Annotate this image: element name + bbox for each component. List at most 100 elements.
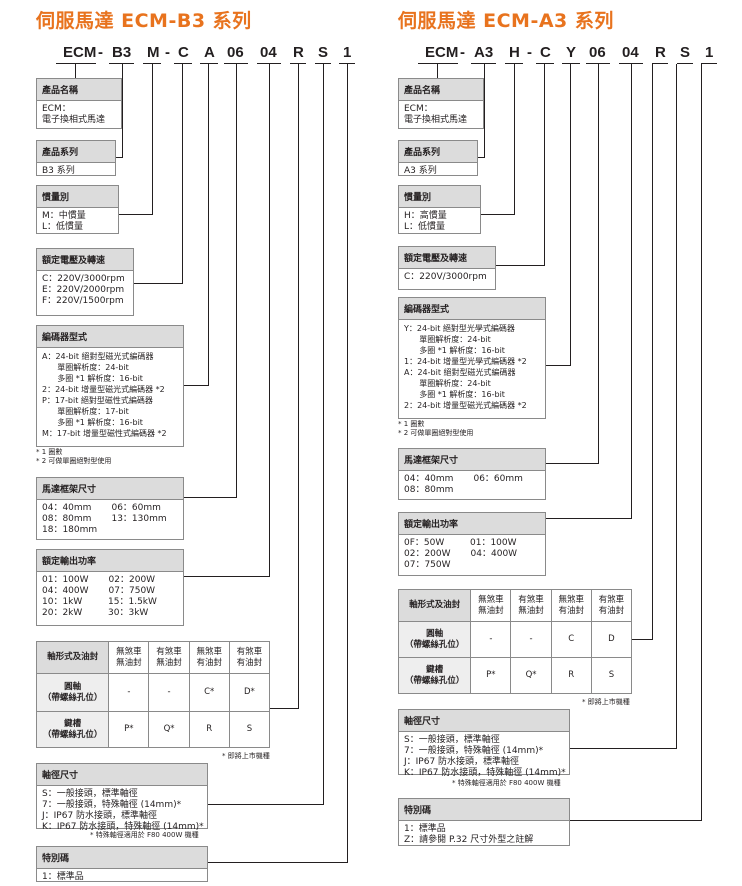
- box-header: 特別碼: [399, 799, 569, 821]
- box-body: H：高慣量 L：低慣量: [404, 211, 447, 232]
- box-body: 1：標準品: [42, 872, 84, 882]
- box-body: ECM： 電子換相式馬達: [42, 104, 106, 125]
- table-cell: -: [148, 673, 190, 712]
- code-special: 1: [705, 44, 714, 61]
- table-cell: C*: [188, 673, 230, 712]
- box-body: 01：100W 02：200W 04：400W 07：750W 10：1kW 1…: [42, 575, 157, 618]
- code-voltage: C: [178, 44, 189, 61]
- right-shaft-dia-box: 軸徑尺寸 S：一般接頭，標準軸徑 7：一般接頭，特殊軸徑 (14mm)* J：I…: [398, 709, 570, 778]
- code-shaft-dia: S: [318, 44, 329, 61]
- box-body: C：220V/3000rpm: [404, 272, 487, 282]
- code-series: B3: [112, 44, 132, 61]
- code-frame: 06: [589, 44, 606, 61]
- box-header: 產品系列: [399, 141, 477, 163]
- table-col: 無煞車 有油封: [188, 641, 230, 674]
- table-corner: 軸形式及油封: [397, 589, 472, 622]
- right-table-note: * 即將上市機種: [582, 698, 630, 706]
- box-header: 馬達框架尺寸: [399, 449, 545, 471]
- table-cell: P*: [470, 657, 512, 694]
- box-body: M：中慣量 L：低慣量: [42, 211, 86, 232]
- right-shaft-dia-note: * 特殊軸徑適用於 F80 400W 機種: [452, 779, 561, 787]
- left-inertia-box: 慣量別 M：中慣量 L：低慣量: [36, 185, 119, 234]
- right-power-box: 額定輸出功率 0F：50W 01：100W 02：200W 04：400W 07…: [398, 512, 546, 576]
- table-cell: S: [228, 711, 271, 748]
- box-header: 額定電壓及轉速: [37, 249, 133, 271]
- left-product-name-box: 產品名稱 ECM： 電子換相式馬達: [36, 78, 122, 129]
- box-header: 編碼器型式: [399, 298, 545, 320]
- table-cell: -: [470, 621, 512, 658]
- table-cell: P*: [108, 711, 150, 748]
- code-ecm: ECM: [425, 44, 459, 61]
- box-header: 產品名稱: [37, 79, 121, 101]
- code-series: A3: [474, 44, 494, 61]
- table-row-label: 鍵槽 （帶螺絲孔位）: [35, 711, 110, 748]
- code-power: 04: [260, 44, 277, 61]
- left-special-box: 特別碼 1：標準品: [36, 846, 208, 882]
- code-ecm: ECM: [63, 44, 97, 61]
- box-header: 產品系列: [37, 141, 115, 163]
- left-title: 伺服馬達 ECM-B3 系列: [36, 10, 252, 32]
- table-cell: D: [590, 621, 633, 658]
- right-special-box: 特別碼 1：標準品 Z：請參閱 P.32 尺寸外型之註解: [398, 798, 570, 846]
- table-col: 無煞車 有油封: [550, 589, 592, 622]
- box-body: 04：40mm 06：60mm 08：80mm: [404, 474, 523, 495]
- table-cell: R: [550, 657, 592, 694]
- table-col: 有煞車 有油封: [590, 589, 633, 622]
- left-encoder-note: * 1 圈數 * 2 可做單圈絕對型使用: [36, 448, 112, 465]
- code-special: 1: [343, 44, 352, 61]
- left-series-box: 產品系列 B3 系列: [36, 140, 116, 176]
- left-frame-box: 馬達框架尺寸 04：40mm 06：60mm 08：80mm 13：130mm …: [36, 477, 184, 540]
- box-body: A3 系列: [404, 166, 437, 176]
- code-inertia: H: [509, 44, 520, 61]
- table-cell: -: [510, 621, 552, 658]
- table-row-label: 鍵槽 （帶螺絲孔位）: [397, 657, 472, 694]
- box-header: 特別碼: [37, 847, 207, 869]
- left-table-note: * 即將上市機種: [222, 752, 270, 760]
- code-power: 04: [622, 44, 639, 61]
- table-col: 無煞車 無油封: [470, 589, 512, 622]
- right-product-name-box: 產品名稱 ECM： 電子換相式馬達: [398, 78, 484, 129]
- table-cell: -: [108, 673, 150, 712]
- table-col: 有煞車 無油封: [148, 641, 190, 674]
- left-encoder-box: 編碼器型式 A：24-bit 絕對型磁光式編碼器 單圈解析度：24-bit 多圈…: [36, 325, 184, 447]
- box-body: 0F：50W 01：100W 02：200W 04：400W 07：750W: [404, 538, 518, 570]
- box-header: 慣量別: [37, 186, 118, 208]
- code-dash: -: [98, 44, 103, 61]
- box-body: C：220V/3000rpm E：220V/2000rpm F：220V/150…: [42, 274, 125, 306]
- right-shaft-type-table: 軸形式及油封 無煞車 無油封 有煞車 無油封 無煞車 有油封 有煞車 有油封 圓…: [397, 589, 633, 694]
- right-inertia-box: 慣量別 H：高慣量 L：低慣量: [398, 185, 481, 234]
- box-header: 軸徑尺寸: [37, 764, 207, 786]
- table-col: 有煞車 無油封: [510, 589, 552, 622]
- left-voltage-box: 額定電壓及轉速 C：220V/3000rpm E：220V/2000rpm F：…: [36, 248, 134, 316]
- code-dash: -: [527, 44, 532, 61]
- left-model-code: ECM - B3 M - C A 06 04 R S 1: [0, 44, 370, 64]
- box-header: 產品名稱: [399, 79, 483, 101]
- box-header: 馬達框架尺寸: [37, 478, 183, 500]
- code-inertia: M: [147, 44, 160, 61]
- table-col: 有煞車 有油封: [228, 641, 271, 674]
- code-encoder: Y: [566, 44, 577, 61]
- box-header: 額定輸出功率: [37, 550, 183, 572]
- box-body: ECM： 電子換相式馬達: [404, 104, 468, 125]
- code-shaft: R: [293, 44, 304, 61]
- table-cell: D*: [228, 673, 271, 712]
- code-dash: -: [460, 44, 465, 61]
- table-cell: C: [550, 621, 592, 658]
- table-row-label: 圓軸 （帶螺絲孔位）: [397, 621, 472, 658]
- code-shaft: R: [655, 44, 666, 61]
- box-body: S：一般接頭，標準軸徑 7：一般接頭，特殊軸徑 (14mm)* J：IP67 防…: [42, 789, 204, 832]
- box-header: 編碼器型式: [37, 326, 183, 348]
- box-header: 軸徑尺寸: [399, 710, 569, 732]
- box-body: 04：40mm 06：60mm 08：80mm 13：130mm 18：180m…: [42, 503, 167, 535]
- right-title: 伺服馬達 ECM-A3 系列: [398, 10, 614, 32]
- code-shaft-dia: S: [680, 44, 691, 61]
- box-body: 1：標準品 Z：請參閱 P.32 尺寸外型之註解: [404, 824, 534, 845]
- right-frame-box: 馬達框架尺寸 04：40mm 06：60mm 08：80mm: [398, 448, 546, 500]
- left-shaft-dia-box: 軸徑尺寸 S：一般接頭，標準軸徑 7：一般接頭，特殊軸徑 (14mm)* J：I…: [36, 763, 208, 832]
- code-encoder: A: [204, 44, 215, 61]
- box-body: A：24-bit 絕對型磁光式編碼器 單圈解析度：24-bit 多圈 *1 解析…: [42, 352, 167, 438]
- code-dash: -: [165, 44, 170, 61]
- table-cell: Q*: [148, 711, 190, 748]
- right-encoder-box: 編碼器型式 Y：24-bit 絕對型光學式編碼器 單圈解析度：24-bit 多圈…: [398, 297, 546, 419]
- table-cell: Q*: [510, 657, 552, 694]
